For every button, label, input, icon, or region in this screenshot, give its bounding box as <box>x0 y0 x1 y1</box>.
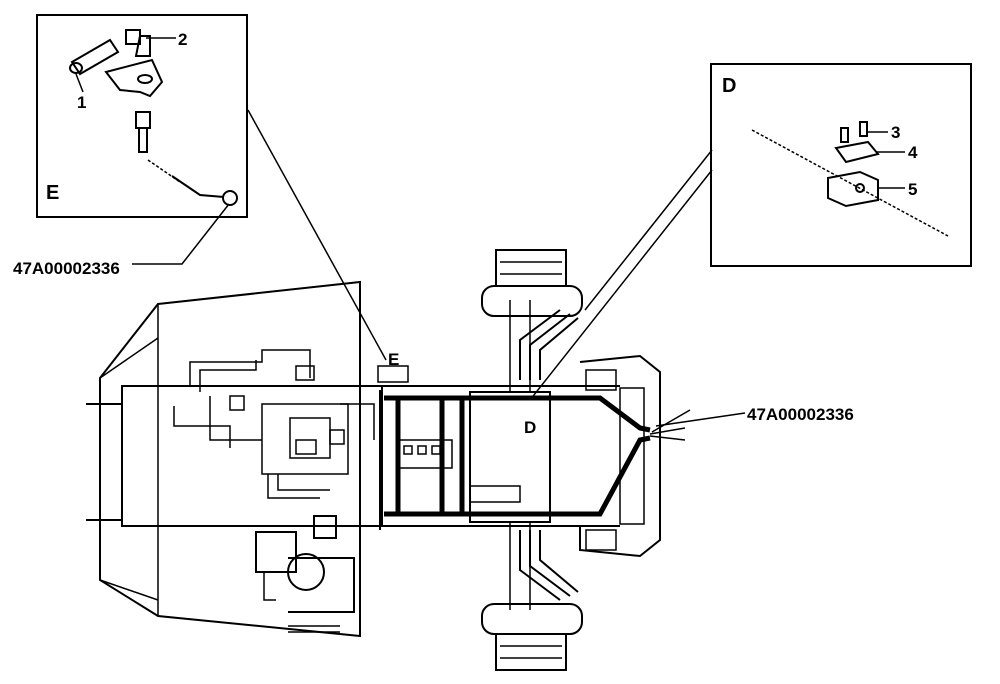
detail-d-axis-line <box>751 129 949 237</box>
detail-e-letter: E <box>46 182 59 204</box>
detail-d-frame <box>710 63 972 267</box>
bolt-drawing <box>135 111 151 153</box>
callout-1: 1 <box>77 93 86 112</box>
part-number-right-leader-b <box>655 412 746 427</box>
fitting-1-drawing <box>69 38 120 76</box>
block-5-drawing <box>827 170 879 208</box>
detail-d-letter: D <box>722 75 736 97</box>
marker-d: D <box>524 418 536 437</box>
hose-run-top <box>384 395 651 433</box>
valve-block-area <box>173 349 375 499</box>
part-number-right: 47A00002336 <box>747 405 854 424</box>
plate-4-drawing <box>834 140 880 164</box>
part-number-left: 47A00002336 <box>13 259 120 278</box>
detail-d-panel: D 3 4 5 <box>710 63 972 267</box>
callout-2: 2 <box>178 30 187 49</box>
callout-5: 5 <box>908 180 917 199</box>
hose-drawing <box>171 175 225 198</box>
top-wheel <box>481 249 583 317</box>
chassis-body <box>121 385 383 527</box>
vehicle-plan-view <box>86 249 686 671</box>
callout-4: 4 <box>908 143 918 162</box>
bottom-wheel <box>481 603 583 671</box>
callout-3: 3 <box>891 123 900 142</box>
manifold-center <box>377 365 521 503</box>
front-section-outline <box>579 354 661 558</box>
detail-d-leader-a <box>529 169 713 401</box>
hose-run-bottom <box>384 435 651 517</box>
elbow-2-drawing <box>125 29 151 57</box>
part-number-right-leader-a <box>651 409 691 433</box>
pump-assembly <box>255 515 355 633</box>
detail-e-panel: 2 1 E <box>36 14 248 218</box>
part-number-left-leader <box>132 203 230 265</box>
detail-e-frame <box>36 14 248 218</box>
marker-e: E <box>388 350 399 369</box>
detail-e-leader <box>247 109 387 361</box>
bracket-plate-drawing <box>104 58 164 98</box>
detail-d-leader-b <box>584 149 713 311</box>
